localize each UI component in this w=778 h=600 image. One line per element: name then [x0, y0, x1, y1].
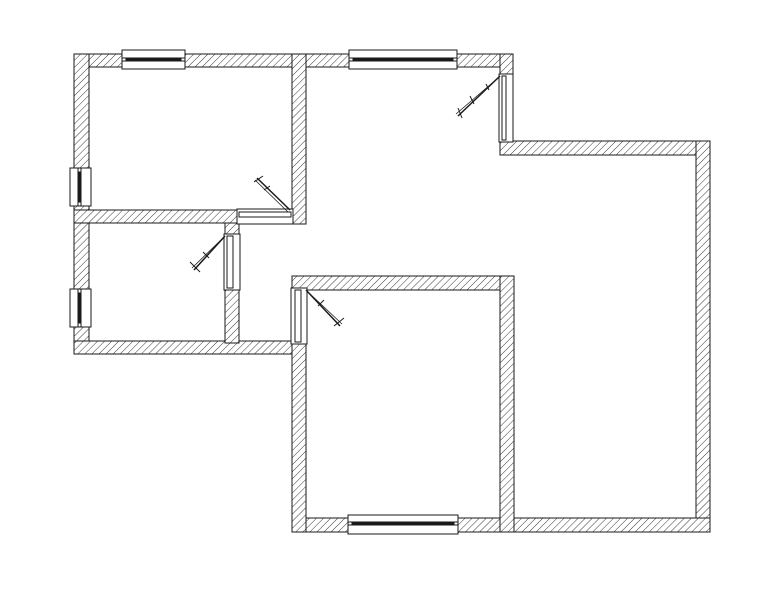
wall-top-left-room-right: [291, 53, 307, 225]
wall-inner-right: [499, 275, 515, 533]
walls: [73, 53, 711, 533]
windows: [69, 49, 459, 535]
door-inner-room: [290, 287, 345, 345]
window-left-upper: [69, 167, 92, 207]
door-top-left-room: [236, 175, 294, 225]
wall-right-outer: [695, 140, 711, 533]
window-top-center: [348, 49, 458, 70]
window-left-lower: [69, 288, 92, 328]
window-top-left: [121, 49, 186, 70]
wall-left-wing-bottom: [73, 340, 307, 355]
doors: [189, 73, 514, 345]
window-bottom: [347, 514, 459, 535]
wall-step-horizontal: [499, 140, 711, 156]
wall-mid-left-horizontal: [73, 209, 241, 224]
door-top-right-room: [455, 73, 514, 143]
door-small-room: [189, 233, 241, 291]
wall-inner-top: [291, 275, 515, 291]
